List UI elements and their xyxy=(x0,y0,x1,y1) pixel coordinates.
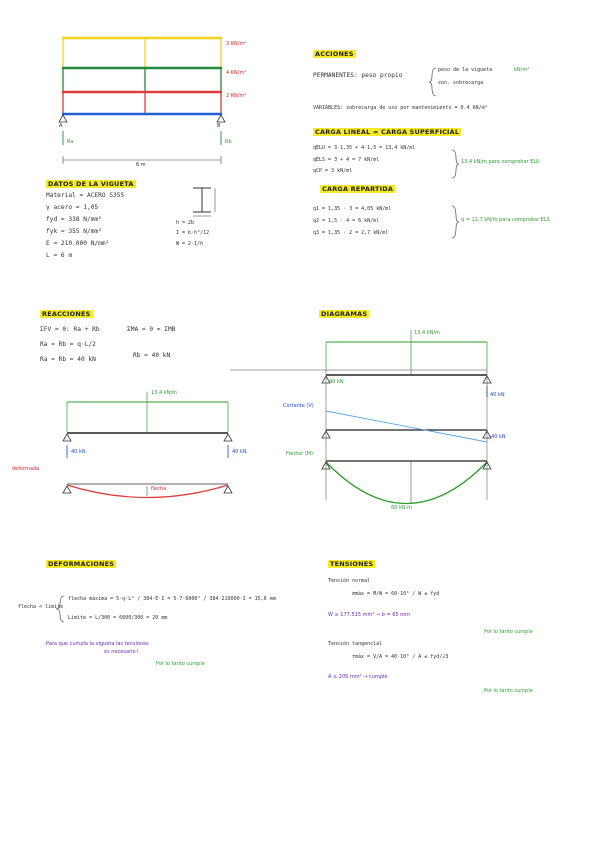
reacciones-l3: Ra = Rb = q·L/2 xyxy=(40,341,96,348)
datos-line-4: fyk = 355 N/mm² xyxy=(46,228,102,235)
diagramas-v-max: 40 kN xyxy=(491,434,506,440)
support-b-label: B xyxy=(217,123,221,129)
datos-line-1: Material = ACERO S355 xyxy=(46,192,125,199)
tensiones-l6: τmáx = V/A = 40·10³ / A ≤ fyd/√3 xyxy=(352,654,449,660)
tensiones-l5: Tensión tangencial xyxy=(328,641,383,647)
support-a-label: A xyxy=(59,123,63,129)
elu-line-2: qELS = 3 + 4 = 7 kN/ml xyxy=(313,157,380,163)
reacciones-deform: deformada xyxy=(12,466,40,472)
diagramas-m-label: Flector (M) xyxy=(286,451,313,457)
els-note: q = 12,7 kN/m para comprobar ELS xyxy=(461,217,550,223)
reacciones-l4: Ra = Rb = 40 kN xyxy=(40,356,96,363)
load-label-mid: 4 KN/m² xyxy=(226,70,247,76)
els-line-2: q2 = 1,5 · 4 = 6 kN/ml xyxy=(313,218,380,224)
elu-line-1: qELU = 3·1,35 + 4·1,5 = 13,4 kN/ml xyxy=(313,145,416,151)
acciones-title: ACCIONES xyxy=(313,50,356,58)
reaction-b-label: Rb xyxy=(225,139,232,145)
els-line-3: q3 = 1,35 · 2 = 2,7 kN/ml xyxy=(313,230,389,236)
deformaciones-l1: flecha máxima = 5·q·L⁴ / 384·E·I = 5·7·6… xyxy=(68,596,276,602)
force-diagrams xyxy=(230,330,492,504)
load-label-bot: 2 KN/m² xyxy=(226,93,247,99)
reacciones-l5: Rb = 40 kN xyxy=(133,352,171,359)
datos-title: DATOS DE LA VIGUETA xyxy=(46,180,136,188)
diagramas-m-max: 60 kN·m xyxy=(391,505,413,511)
section-line-1: h = 2b xyxy=(176,220,195,226)
datos-line-2: γ acero = 1,05 xyxy=(46,204,99,211)
diagramas-title: DIAGRAMAS xyxy=(319,310,370,318)
deformaciones-l5: es necesario I xyxy=(104,649,139,655)
datos-line-5: E = 210.000 N/mm² xyxy=(46,240,110,247)
diagramas-rb: 40 kN xyxy=(490,392,505,398)
els-line-1: q1 = 1,35 · 3 = 4,05 kN/ml xyxy=(313,206,392,212)
tensiones-l3: W ≥ 177.515 mm³ → b = 65 mm xyxy=(328,612,410,618)
elu-note: 13,4 kN/m para comprobar ELU xyxy=(461,159,540,165)
deformaciones-title: DEFORMACIONES xyxy=(46,560,117,568)
datos-line-3: fyd = 338 N/mm² xyxy=(46,216,102,223)
acciones-perm-c: kN/m² xyxy=(514,67,530,73)
reacciones-l1: ΣFV = 0: Ra + Rb xyxy=(40,326,100,333)
section-sketch xyxy=(193,187,216,217)
deformaciones-l2: Limite = L/300 = 6000/300 = 20 mm xyxy=(68,615,168,621)
tensiones-l4: Por lo tanto cumple xyxy=(484,629,533,635)
tensiones-l7: A ≥ 205 mm² → cumple xyxy=(328,674,388,680)
diagramas-ra: 40 kN xyxy=(329,379,344,385)
diagramas-load: 13,4 kN/m xyxy=(414,330,440,336)
tensiones-l1: Tensión normal xyxy=(328,578,371,584)
tensiones-title: TENSIONES xyxy=(328,560,376,568)
tensiones-l2: σmáx = M/W = 60·10⁶ / W ≤ fyd xyxy=(352,591,440,597)
reacciones-l2: ΣMA = 0 = ΣMB xyxy=(127,326,176,333)
acciones-variables: VARIABLES: sobrecarga de uso por manteni… xyxy=(313,105,488,111)
elu-line-3: qCP = 3 kN/ml xyxy=(313,168,353,174)
reaction-a-label: Ra xyxy=(67,139,74,145)
deformaciones-l4: Para que cumpla la vigueta las tensiones xyxy=(46,641,149,647)
reactions-diagram xyxy=(62,392,233,499)
elu-title: CARGA LINEAL = CARGA SUPERFICIAL xyxy=(313,128,462,136)
acciones-perm-a: peso de la vigueta xyxy=(438,67,493,73)
acciones-permanentes: PERMANENTES: peso propio xyxy=(313,72,403,79)
tensiones-l8: Por lo tanto cumple xyxy=(484,688,533,694)
load-label-top: 3 KN/m² xyxy=(226,41,247,47)
reacciones-ra: 40 kN xyxy=(71,449,86,455)
reacciones-title: REACCIONES xyxy=(40,310,93,318)
reacciones-load: 13,4 kN/m xyxy=(151,390,177,396)
reacciones-rb: 40 kN xyxy=(232,449,247,455)
deformaciones-l6: Por lo tanto cumple xyxy=(156,661,205,667)
acciones-perm-b: con. sobrecarga xyxy=(438,80,484,86)
deformaciones-l3: flecha < limite xyxy=(18,604,64,610)
els-title: CARGA REPARTIDA xyxy=(320,185,396,193)
reacciones-flecha: flecha xyxy=(151,486,167,492)
section-line-3: W = 2·I/h xyxy=(176,241,204,247)
datos-line-6: L = 6 m xyxy=(46,252,73,259)
diagramas-v-label: Cortante (V) xyxy=(283,403,314,409)
load-diagram xyxy=(58,36,226,164)
section-line-2: I = b·h³/12 xyxy=(176,230,210,236)
span-label: 6 m xyxy=(136,162,146,168)
